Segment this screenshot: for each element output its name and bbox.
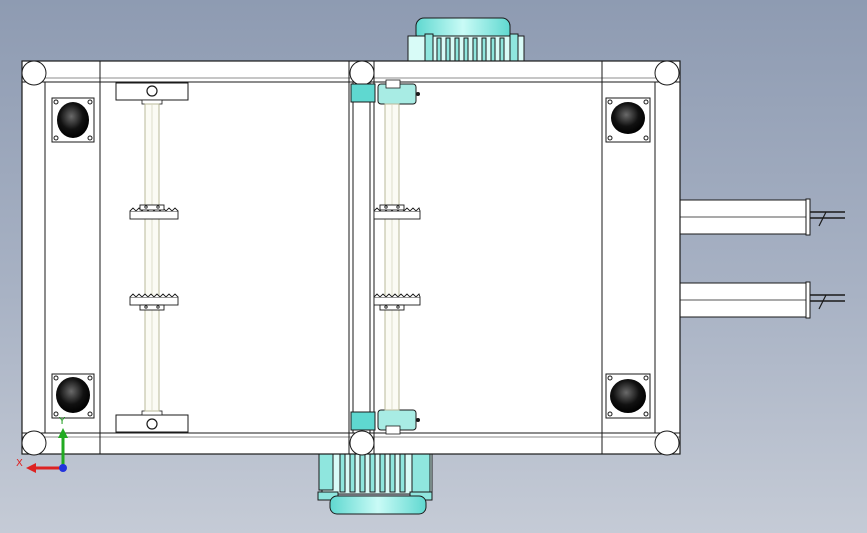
bottom-motor[interactable]	[317, 451, 433, 515]
corner-node	[654, 430, 680, 456]
corner-node	[21, 60, 47, 86]
sprocket	[373, 293, 421, 311]
lower-cylinder[interactable]	[675, 281, 845, 319]
triad-x-label: X	[16, 458, 23, 469]
upper-cylinder[interactable]	[675, 198, 845, 236]
corner-nodes	[21, 60, 680, 456]
corner-node	[21, 430, 47, 456]
right-shaft-assembly[interactable]	[350, 79, 421, 435]
main-frame[interactable]	[21, 60, 681, 455]
coordinate-triad[interactable]: X Y	[16, 416, 68, 473]
top-motor[interactable]	[407, 17, 525, 63]
left-shaft-assembly[interactable]	[115, 82, 189, 433]
corner-node	[654, 60, 680, 86]
sprocket	[129, 204, 179, 220]
caster-bottom-right[interactable]	[605, 373, 651, 419]
corner-node	[349, 430, 375, 456]
caster-top-left[interactable]	[51, 97, 95, 143]
caster-bottom-left[interactable]	[51, 373, 95, 419]
sprocket	[129, 293, 179, 311]
sprocket	[373, 204, 421, 220]
triad-y-label: Y	[58, 416, 66, 427]
corner-node	[349, 60, 375, 86]
caster-top-right[interactable]	[605, 97, 651, 143]
